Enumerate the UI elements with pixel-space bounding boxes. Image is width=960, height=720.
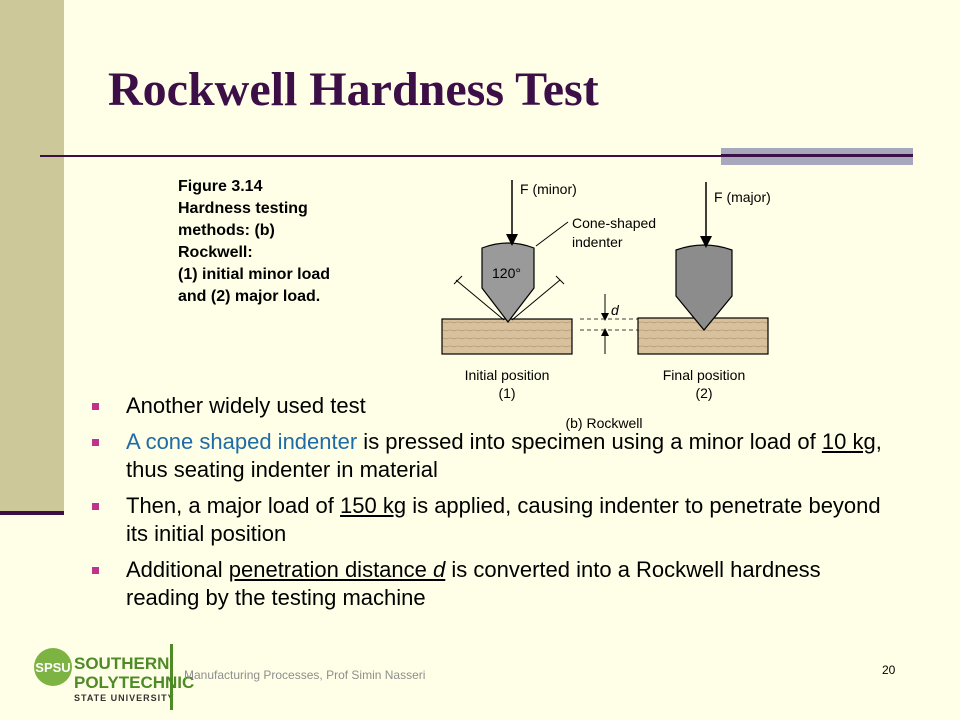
spsu-logo: SPSU SOUTHERN POLYTECHNIC STATE UNIVERSI… <box>30 640 194 710</box>
caption-line: Rockwell: <box>178 244 253 261</box>
figure-caption: Figure 3.14 Hardness testing methods: (b… <box>178 176 330 308</box>
logo-line-southern: SOUTHERN <box>74 654 170 673</box>
title-rule <box>40 155 913 157</box>
title-rule-accent-line <box>721 154 913 157</box>
bullet-item: Another widely used test <box>90 392 890 420</box>
final-position-number: (2) <box>695 385 712 401</box>
side-bar-underline <box>0 511 64 515</box>
initial-position-number: (1) <box>498 385 515 401</box>
bullet-item: Additional penetration distance d is con… <box>90 556 890 612</box>
bullet-item: Then, a major load of 150 kg is applied,… <box>90 492 890 548</box>
figure-subcaption: (b) Rockwell <box>565 415 642 431</box>
bullet-text: is pressed into specimen using a minor l… <box>357 429 822 454</box>
underlined-variable: d <box>433 557 446 582</box>
bullet-text: Then, a major load of <box>126 493 341 518</box>
cone-indenter-initial <box>481 242 535 323</box>
bullet-marker <box>92 567 99 574</box>
cone-indenter-final <box>675 244 733 331</box>
logo-line-university: STATE UNIVERSITY <box>74 693 175 703</box>
bullet-marker <box>92 503 99 510</box>
bullet-marker <box>92 403 99 410</box>
caption-line: Figure 3.14 <box>178 178 263 195</box>
f-major-label: F (major) <box>714 189 771 205</box>
underlined-value: penetration distance <box>228 557 434 582</box>
specimen-initial <box>441 318 573 355</box>
cone-label-line1: Cone-shaped <box>572 215 656 231</box>
side-bar <box>0 0 64 512</box>
bullet-item: A cone shaped indenter is pressed into s… <box>90 428 890 484</box>
caption-line: and (2) major load. <box>178 288 321 305</box>
slide-title: Rockwell Hardness Test <box>108 63 599 116</box>
bullet-text: Additional <box>126 557 229 582</box>
rockwell-figure: F (minor) F (major) Cone-shaped indenter… <box>441 180 771 431</box>
bullet-text: is converted into a Rockwell hardness re… <box>126 557 821 610</box>
cone-label-line2: indenter <box>572 234 623 250</box>
bullet-text: , thus seating indenter in material <box>126 429 882 482</box>
final-position-label: Final position <box>663 367 746 383</box>
caption-line: (1) initial minor load <box>178 266 331 283</box>
f-minor-label: F (minor) <box>520 181 577 197</box>
logo-line-polytechnic: POLYTECHNIC <box>74 673 195 692</box>
angle-label: 120° <box>492 265 521 281</box>
highlight-text: A cone shaped indenter <box>126 429 358 454</box>
d-label: d <box>611 302 620 318</box>
bullet-list: Another widely used test A cone shaped i… <box>90 392 890 620</box>
initial-position-label: Initial position <box>465 367 550 383</box>
page-number: 20 <box>882 663 896 677</box>
bullet-text: Another widely used test <box>126 393 366 418</box>
caption-line: methods: (b) <box>178 222 275 239</box>
logo-separator <box>170 644 173 710</box>
underlined-value: 150 kg <box>340 493 407 518</box>
bullet-text: is applied, causing indenter to penetrat… <box>126 493 881 546</box>
caption-line: Hardness testing <box>178 200 308 217</box>
spsu-seal-icon: SPSU <box>34 648 72 686</box>
bullet-marker <box>92 439 99 446</box>
underlined-value: 10 kg <box>821 429 876 454</box>
footer-text: Manufacturing Processes, Prof Simin Nass… <box>184 668 426 682</box>
